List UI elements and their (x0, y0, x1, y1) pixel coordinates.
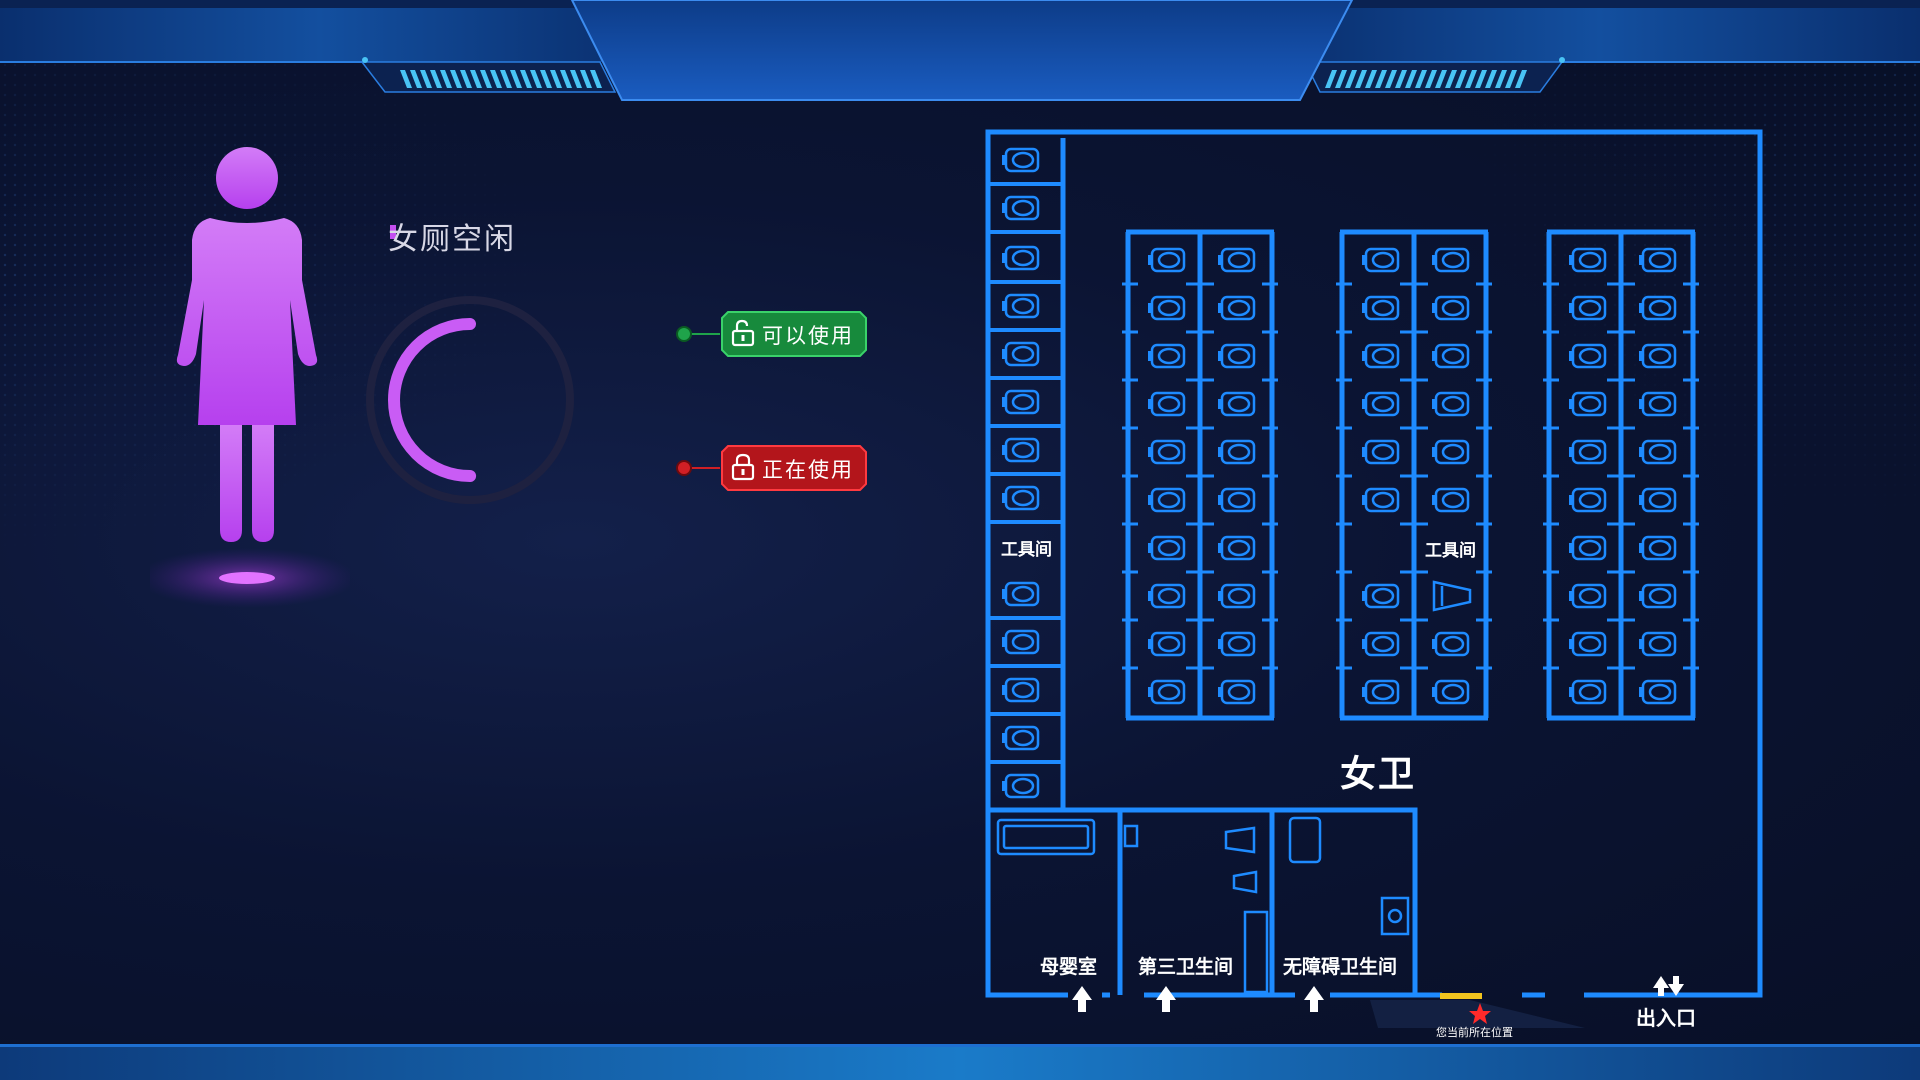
toilet-icon (1639, 439, 1677, 465)
toilet-icon (1362, 343, 1400, 369)
toilet-icon (1002, 437, 1040, 463)
occupancy-ring-arc (388, 318, 552, 482)
toilet-icon (1148, 295, 1186, 321)
toilet-icon (1569, 247, 1607, 273)
star-icon (1469, 1003, 1491, 1024)
header-frame (0, 0, 1920, 101)
toilet-icon (1569, 439, 1607, 465)
room-fixtures (996, 816, 1410, 994)
toilet-icon (1432, 631, 1470, 657)
toilet-icon (1569, 631, 1607, 657)
toilet-icon (1639, 631, 1677, 657)
toilet-icon (1432, 343, 1470, 369)
toilet-icon (1218, 391, 1256, 417)
toilet-icon (1218, 679, 1256, 705)
toilet-icon (1639, 391, 1677, 417)
toilet-icon (1639, 679, 1677, 705)
toilet-icon (1639, 583, 1677, 609)
toilet-icon (1362, 391, 1400, 417)
toilet-icon (1362, 631, 1400, 657)
toilet-icon (1569, 295, 1607, 321)
tool-room-mid-label: 工具间 (1425, 541, 1476, 560)
footer-bar (0, 1044, 1920, 1080)
toilet-icon (1218, 487, 1256, 513)
toilet-icon (1432, 295, 1470, 321)
third-restroom-label: 第三卫生间 (1138, 957, 1234, 978)
toilet-icon (1362, 439, 1400, 465)
toilet-icon (1218, 535, 1256, 561)
toilet-icon (1362, 295, 1400, 321)
toilet-icon (1362, 679, 1400, 705)
legend-title-marker (390, 225, 396, 239)
toilet-icon (1432, 439, 1470, 465)
entry-arrows (1072, 986, 1324, 1012)
toilet-icon (1639, 247, 1677, 273)
toilet-icon (1148, 439, 1186, 465)
entrance-label: 出入口 (1636, 1008, 1696, 1030)
available-legend-tag (676, 311, 867, 357)
toilet-icon (1639, 343, 1677, 369)
toilet-icon (1569, 343, 1607, 369)
toilet-icon (1002, 245, 1040, 271)
toilet-icon (1148, 487, 1186, 513)
occupied-legend-tag (676, 445, 867, 491)
toilet-icon (1148, 679, 1186, 705)
toilet-icon (1002, 629, 1040, 655)
toilet-icon (1002, 677, 1040, 703)
accessible-restroom-label: 无障碍卫生间 (1283, 957, 1398, 978)
toilet-icon (1639, 487, 1677, 513)
toilet-icon (1432, 247, 1470, 273)
toilet-icon (1002, 341, 1040, 367)
available-label: 可以使用 (762, 325, 854, 348)
toilet-icon (1148, 535, 1186, 561)
tool-room-left-label: 工具间 (1001, 540, 1052, 559)
urinal-icon (1432, 580, 1472, 612)
toilet-icon (1569, 487, 1607, 513)
up-down-arrow-icon (1653, 976, 1684, 996)
occupancy-ring (366, 296, 574, 504)
toilet-icon (1362, 247, 1400, 273)
toilet-icon (1148, 583, 1186, 609)
toilet-icon (1218, 439, 1256, 465)
hall-label: 女卫 (1340, 753, 1417, 794)
toilet-icon (1002, 773, 1040, 799)
toilet-icon (1148, 343, 1186, 369)
toilet-icon (1002, 389, 1040, 415)
nursing-room-label: 母婴室 (1040, 957, 1098, 978)
toilet-icon (1432, 487, 1470, 513)
toilet-icon (1569, 535, 1607, 561)
unlock-icon (731, 319, 755, 347)
stall-rows (988, 138, 1699, 812)
toilet-icon (1002, 195, 1040, 221)
toilet-icon (1218, 631, 1256, 657)
toilet-icon (1148, 391, 1186, 417)
toilet-icon (1362, 487, 1400, 513)
you-are-here-marker (1370, 993, 1585, 1028)
toilet-icon (1002, 485, 1040, 511)
toilet-icon (1569, 583, 1607, 609)
toilet-icon (1148, 631, 1186, 657)
toilet-icon (1002, 293, 1040, 319)
toilet-icon (1362, 583, 1400, 609)
toilet-icon (1639, 535, 1677, 561)
you-are-here-label: 您当前所在位置 (1436, 1027, 1513, 1039)
toilet-icon (1218, 583, 1256, 609)
toilet-icon (1569, 391, 1607, 417)
toilet-icon (1002, 725, 1040, 751)
toilet-icon (1218, 343, 1256, 369)
toilet-icon (1569, 679, 1607, 705)
lock-icon (731, 453, 755, 481)
toilet-icon (1002, 581, 1040, 607)
toilet-icon (1148, 247, 1186, 273)
woman-icon (150, 147, 350, 608)
toilet-icon (1218, 247, 1256, 273)
toilet-icon (1432, 679, 1470, 705)
toilet-icon (1218, 295, 1256, 321)
toilet-icon (1432, 391, 1470, 417)
toilet-icon (1639, 295, 1677, 321)
occupied-label: 正在使用 (762, 459, 854, 482)
legend-title: 女厕空闲 (388, 223, 516, 256)
toilet-icon (1002, 147, 1040, 173)
